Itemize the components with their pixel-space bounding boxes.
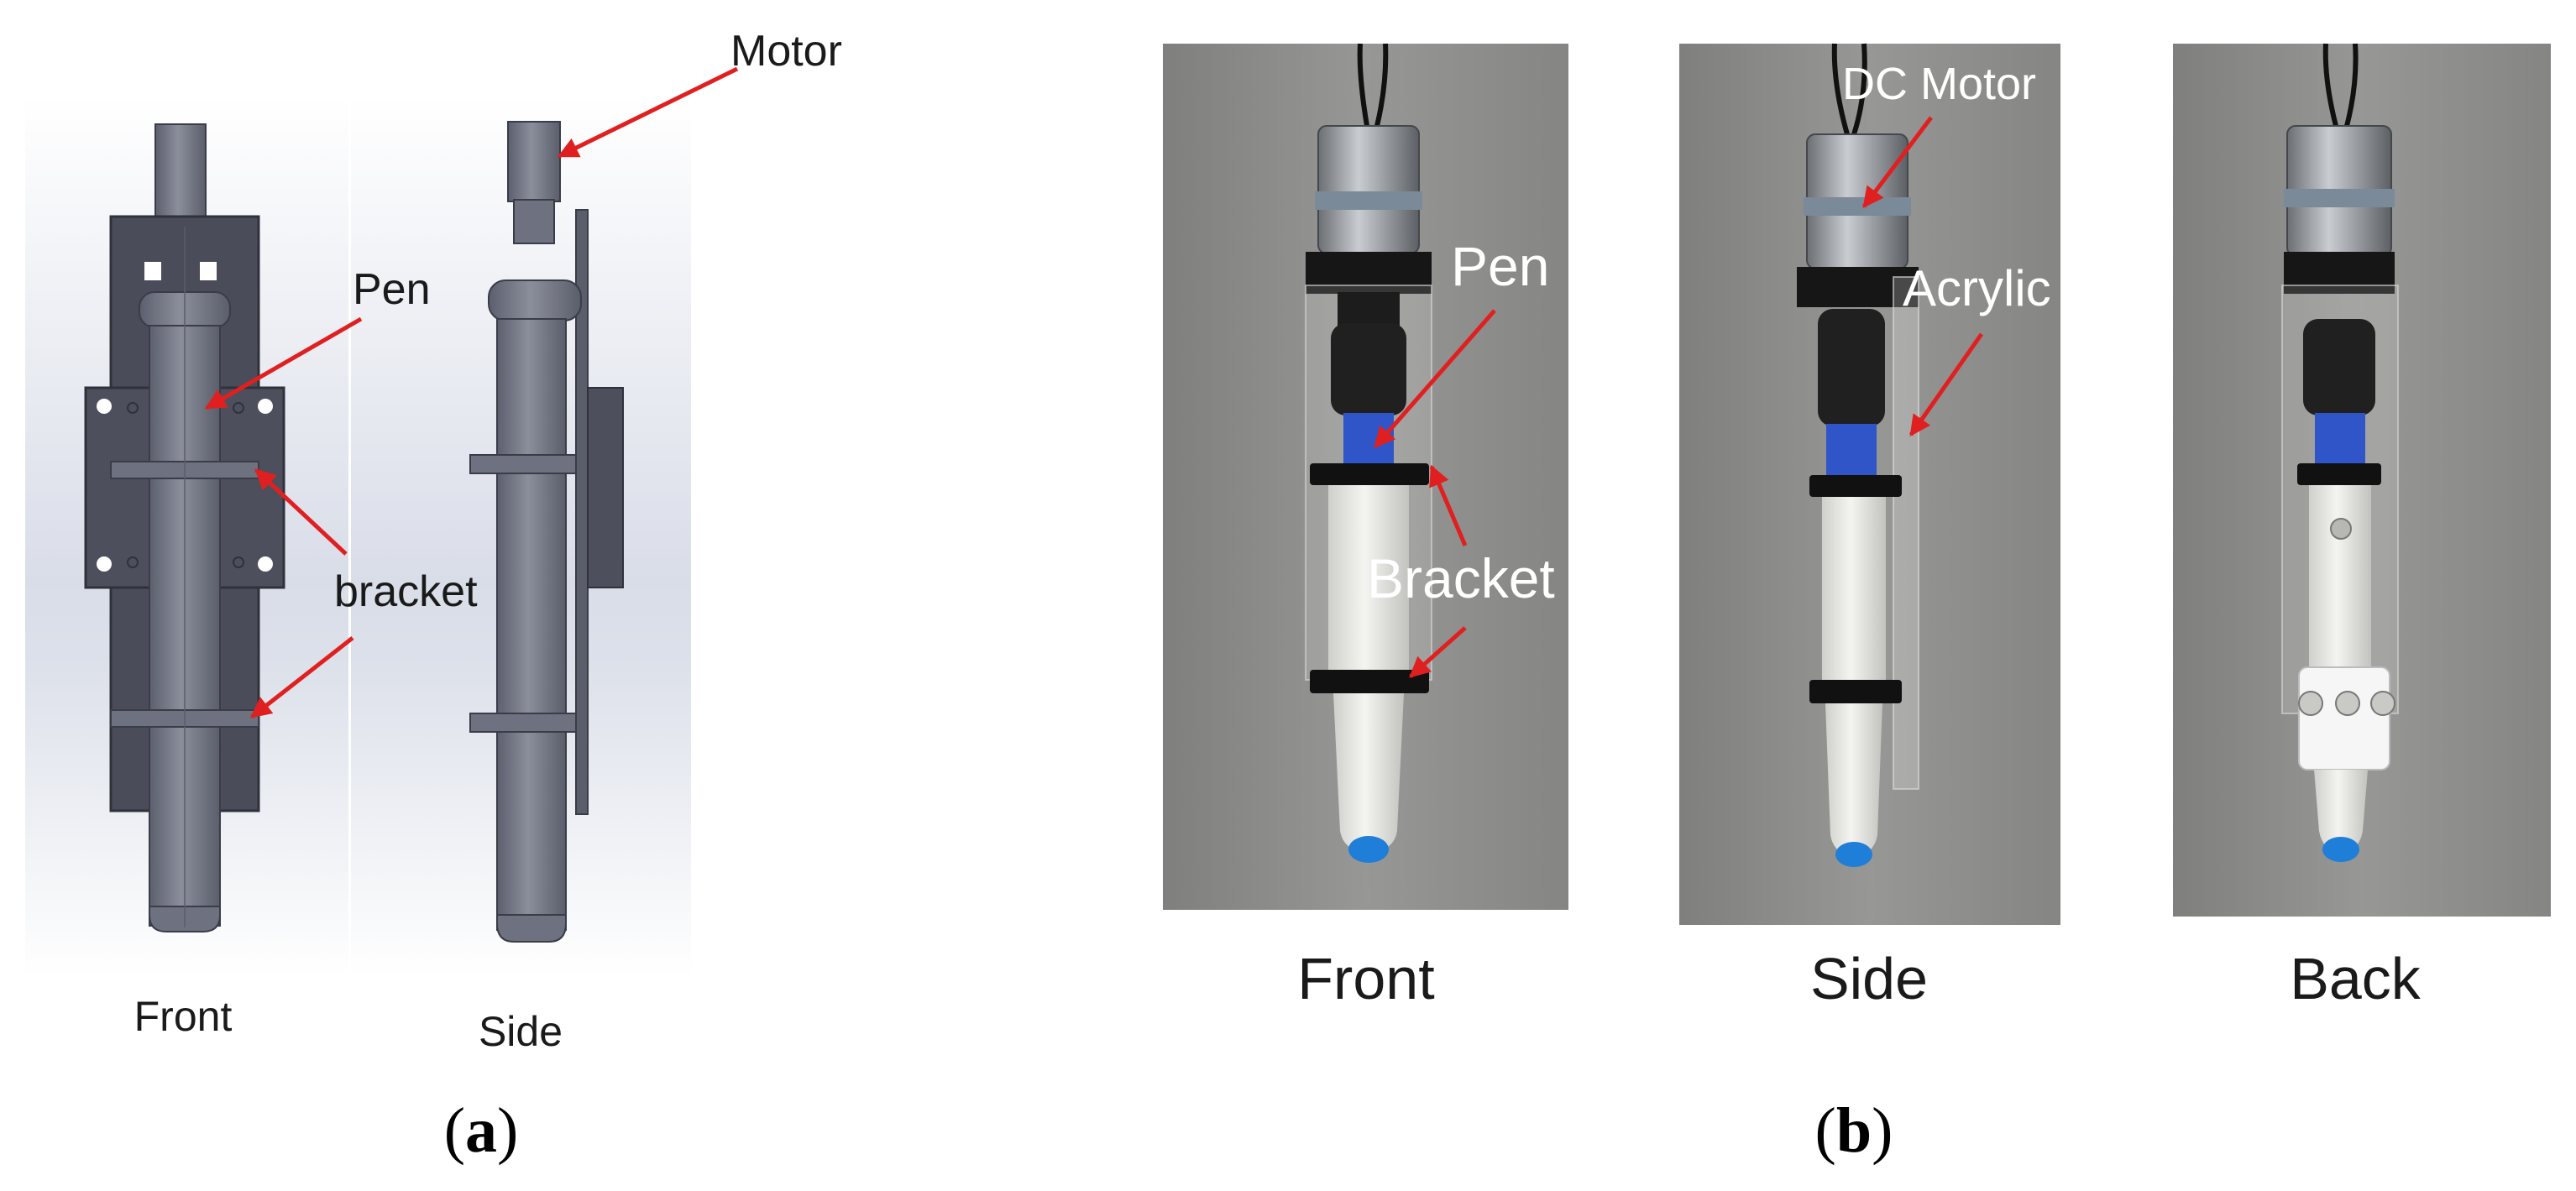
- motor-label-a: Motor: [730, 27, 842, 76]
- bracket-label-a: bracket: [334, 567, 478, 616]
- photo-back: [2173, 43, 2551, 917]
- bracket-arrow-b-lower: [1409, 626, 1467, 678]
- cad-side-view: [469, 121, 624, 943]
- pen-label-a: Pen: [353, 265, 431, 314]
- view-label-front-a: Front: [134, 993, 233, 1040]
- bracket-arrow-b-upper: [1429, 464, 1468, 546]
- caption-a-close: ): [497, 1095, 518, 1166]
- acrylic-label-b: Acrylic: [1903, 260, 2051, 316]
- caption-b-open: (: [1815, 1095, 1836, 1166]
- view-label-back-b: Back: [2290, 946, 2422, 1011]
- photo-front: [1163, 43, 1568, 910]
- photo-side: [1679, 43, 2060, 925]
- motor-arrow-a: [557, 66, 739, 159]
- bracket-label-b: Bracket: [1367, 547, 1555, 609]
- cad-front-view: [84, 123, 285, 932]
- caption-a-open: (: [444, 1095, 465, 1166]
- pen-label-b: Pen: [1451, 235, 1549, 297]
- bracket-arrow-a-lower: [250, 636, 354, 718]
- panel-b: Pen Bracket DC Motor Acrylic Front Side …: [1163, 43, 2551, 1166]
- pen-arrow-a: [204, 316, 363, 410]
- caption-b-letter: b: [1836, 1095, 1872, 1166]
- view-label-side-b: Side: [1810, 946, 1928, 1011]
- caption-b-close: ): [1872, 1095, 1893, 1166]
- caption-b: (b): [1815, 1095, 1893, 1166]
- dc-motor-arrow-b: [1862, 116, 1933, 208]
- panel-a: Motor Pen bracket Front Side (a): [25, 27, 842, 1166]
- view-label-front-b: Front: [1297, 946, 1434, 1011]
- bracket-arrow-a-upper: [254, 468, 348, 556]
- view-label-side-a: Side: [479, 1008, 563, 1055]
- caption-a: (a): [444, 1095, 519, 1166]
- dc-motor-label-b: DC Motor: [1842, 59, 2036, 109]
- acrylic-arrow-b: [1908, 332, 1984, 437]
- pen-arrow-b: [1374, 309, 1496, 448]
- caption-a-letter: a: [465, 1095, 497, 1166]
